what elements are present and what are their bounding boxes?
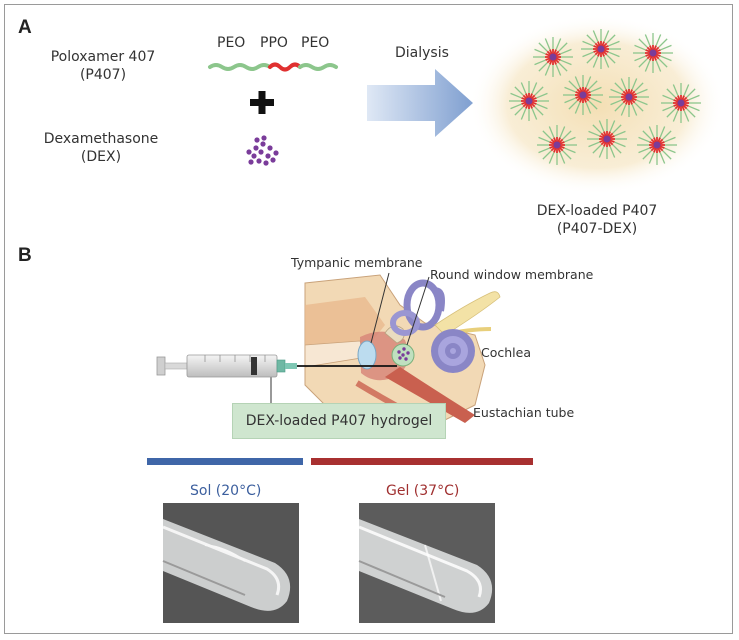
plus-icon <box>250 91 274 114</box>
micelle <box>533 37 573 77</box>
dexamethasone-name: Dexamethasone <box>43 131 159 147</box>
block-peo-left: PEO <box>217 35 246 51</box>
poloxamer-chain <box>208 62 338 72</box>
micelle <box>661 83 701 123</box>
figure-graphics <box>156 15 725 623</box>
product-name: DEX-loaded P407 <box>536 203 658 219</box>
block-ppo: PPO <box>260 35 288 51</box>
poloxamer-name: Poloxamer 407 <box>50 49 156 65</box>
tympanic-membrane-label: Tympanic membrane <box>291 255 423 270</box>
hydrogel-label-box: DEX-loaded P407 hydrogel <box>232 403 446 439</box>
micelle <box>563 75 603 115</box>
micelle <box>633 33 673 73</box>
syringe-icon <box>156 354 397 378</box>
gel-photo <box>358 503 495 623</box>
block-peo-right: PEO <box>301 35 330 51</box>
product-label: DEX-loaded P407 (P407-DEX) <box>527 203 667 237</box>
micelles <box>509 29 701 165</box>
micelle <box>537 125 577 165</box>
micelle <box>609 77 649 117</box>
dialysis-label: Dialysis <box>395 45 449 61</box>
micelle <box>637 125 677 165</box>
gel-bar <box>311 458 533 465</box>
poloxamer-abbrev: (P407) <box>79 67 127 83</box>
gel-label: Gel (37°C) <box>386 483 460 499</box>
micelle <box>509 81 549 121</box>
dexamethasone-label: Dexamethasone (DEX) <box>37 131 165 165</box>
sol-bar <box>147 458 303 465</box>
poloxamer-label: Poloxamer 407 (P407) <box>43 49 163 83</box>
dex-molecules-icon <box>246 135 279 166</box>
ear-anatomy <box>304 274 501 426</box>
sol-label: Sol (20°C) <box>190 483 262 499</box>
sol-photo <box>162 503 299 623</box>
round-window-label: Round window membrane <box>430 267 594 282</box>
dialysis-arrow <box>367 69 473 137</box>
hydrogel-label: DEX-loaded P407 hydrogel <box>245 413 433 429</box>
figure-frame: A Poloxamer 407 (P407) Dexamethasone (DE… <box>4 4 733 634</box>
micelle <box>581 29 621 69</box>
panel-label-b: B <box>18 245 32 266</box>
eustachian-tube-label: Eustachian tube <box>473 405 575 420</box>
dexamethasone-abbrev: (DEX) <box>80 149 122 165</box>
panel-label-a: A <box>18 17 32 38</box>
product-abbrev: (P407-DEX) <box>556 221 638 237</box>
micelle <box>587 119 627 159</box>
cochlea-label: Cochlea <box>481 345 531 360</box>
